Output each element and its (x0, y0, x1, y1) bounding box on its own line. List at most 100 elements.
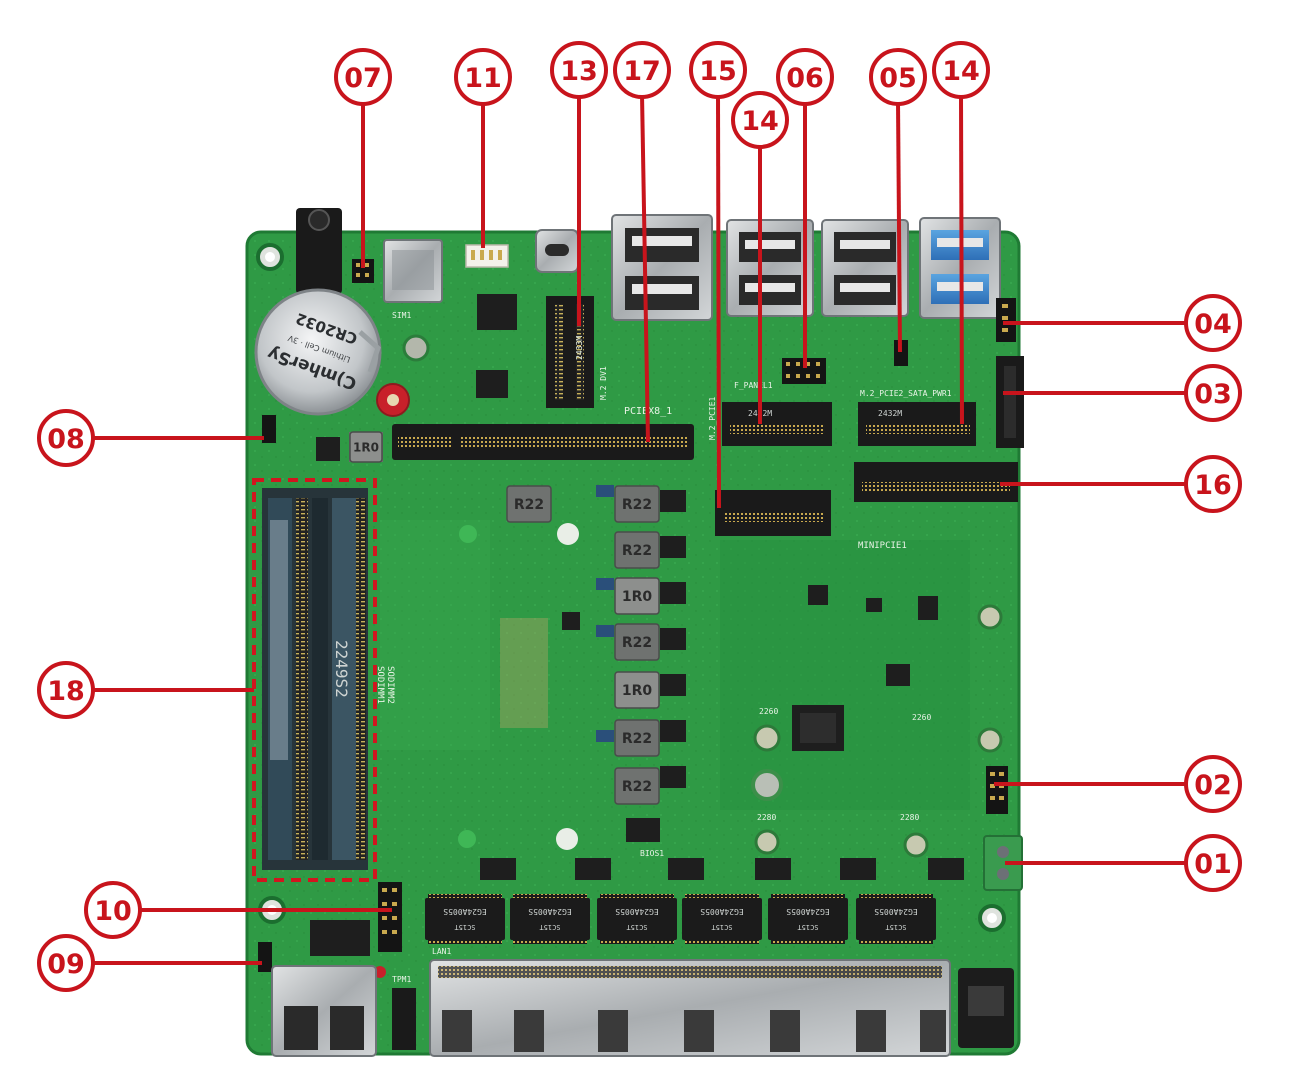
tpm-header: TPM1 (392, 975, 416, 1050)
header-10 (378, 882, 402, 952)
usb-port-stack-3 (821, 219, 909, 317)
callout-number: 05 (879, 63, 917, 94)
sodimm-highlight-box (252, 478, 377, 882)
callout-badge: 03 (1184, 364, 1242, 422)
header-09 (258, 942, 272, 972)
tpm-label: TPM1 (392, 975, 411, 984)
callout-number: 08 (47, 424, 85, 455)
usb-c-port (535, 229, 579, 273)
bios-label: BIOS1 (640, 849, 664, 858)
inductor: R22 (614, 485, 660, 523)
callout-leader-line (896, 100, 902, 353)
m2-key-1: 2433M (575, 336, 584, 360)
size-2260-a: 2260 (759, 707, 778, 716)
lan-magnetic-chip: EG24A005S SC15T (682, 894, 762, 944)
callout-number: 10 (94, 896, 132, 927)
lan-phy-ics (480, 858, 964, 880)
callout-badge: 09 (37, 934, 95, 992)
small-jumper (894, 340, 908, 366)
lan-magnetic-chip: EG24A005S SC15T (425, 894, 505, 944)
cmos-battery: C)mherSy Lithium Cell · 3V CR2032 (254, 288, 382, 416)
inductor: R22 (614, 623, 660, 661)
lan-chip-sublabel: SC15T (454, 923, 476, 931)
callout-number: 09 (47, 949, 85, 980)
usb-port-stack-2 (726, 219, 814, 317)
lan-chip-label: EG24A005S (700, 907, 744, 916)
f-panel-label: F_PANEL1 (734, 381, 773, 390)
rj45-lan-bank: LAN1 (429, 947, 951, 1057)
inductor-label: 1R0 (353, 440, 379, 454)
lan-chip-sublabel: SC15T (626, 923, 648, 931)
callout-badge: 04 (1184, 294, 1242, 352)
header-02 (986, 766, 1008, 814)
callout-number: 06 (786, 63, 824, 94)
callout-badge: 14 (731, 91, 789, 149)
inductor-label: 1R0 (622, 683, 653, 699)
sodimm-slots: 2249S2 SODIMM1 SODIMM2 (262, 488, 395, 870)
lan-magnetics-row: EG24A005S SC15T EG24A005S SC15T EG24A005S SC1… (425, 894, 936, 944)
callout-leader-line (716, 93, 721, 509)
inductor: 1R0 (614, 671, 660, 709)
callout-badge: 06 (776, 48, 834, 106)
inductor-label: 1R0 (622, 589, 653, 605)
usb-port-stack-1 (611, 214, 713, 321)
lan-chip-label: EG24A005S (874, 907, 918, 916)
passive-components (500, 485, 686, 788)
sodimm-b-label: SODIMM2 (385, 666, 395, 704)
callout-number: 16 (1194, 470, 1232, 501)
lan-chip-label: EG24A005S (443, 907, 487, 916)
callout-badge: 08 (37, 409, 95, 467)
inductor: R22 (614, 719, 660, 757)
lan-chip-sublabel: SC15T (711, 923, 733, 931)
callout-number: 17 (623, 56, 661, 87)
callout-number: 11 (464, 63, 502, 94)
lan-chip-sublabel: SC15T (539, 923, 561, 931)
electrolytic-capacitor (376, 383, 410, 417)
callout-badge: 01 (1184, 834, 1242, 892)
m2-slot-15 (715, 490, 831, 536)
callout-badge: 11 (454, 48, 512, 106)
sim-label: SIM1 (392, 311, 411, 320)
sodimm-code: 2249S2 (332, 640, 351, 698)
m2-pcie-right-label: M.2_PCIE2_SATA_PWR1 (860, 389, 952, 398)
inductor: R22 (614, 767, 660, 805)
callout-badge: 05 (869, 48, 927, 106)
inductor-label: R22 (622, 731, 652, 747)
pcie-x8-slot: PCIEX8_1 (392, 406, 694, 460)
callout-badge: 10 (84, 881, 142, 939)
minipcie-slot: MINIPCIE1 (854, 462, 1018, 551)
callout-leader-lines (90, 93, 1189, 965)
rj45-single (271, 965, 377, 1057)
dc-jack (958, 968, 1014, 1048)
callout-number: 02 (1194, 770, 1232, 801)
sim-slot: SIM1 (383, 239, 443, 320)
size-2260-b: 2260 (912, 713, 931, 722)
bios-chip: BIOS1 (626, 818, 664, 858)
callout-number: 03 (1194, 379, 1232, 410)
callout-number: 14 (942, 56, 980, 87)
m2-primary-label: M.2 DV1 (599, 366, 608, 400)
m2-pcie-left-label: M.2_PCIE1 (708, 396, 717, 440)
callout-number: 01 (1194, 849, 1232, 880)
sodimm-a-label: SODIMM1 (375, 666, 385, 704)
inductor: 1R0 (614, 577, 660, 615)
m2-pcie-slot-left: 2432M M.2_PCIE1 (708, 396, 832, 446)
screw-standoff (402, 334, 430, 362)
callout-badge: 13 (550, 41, 608, 99)
m2-slot-primary: M.2 DV1 2433M (546, 296, 608, 408)
size-2280-a: 2280 (757, 813, 776, 822)
callout-badge: 15 (689, 41, 747, 99)
m2-key-3: 2432M (878, 409, 902, 418)
header-04 (996, 298, 1016, 342)
lan-chip-sublabel: SC15T (797, 923, 819, 931)
minipcie-label: MINIPCIE1 (858, 541, 907, 551)
clear-cmos-jumper (352, 259, 374, 283)
callout-leader-line (640, 93, 650, 443)
callout-number: 13 (560, 56, 598, 87)
